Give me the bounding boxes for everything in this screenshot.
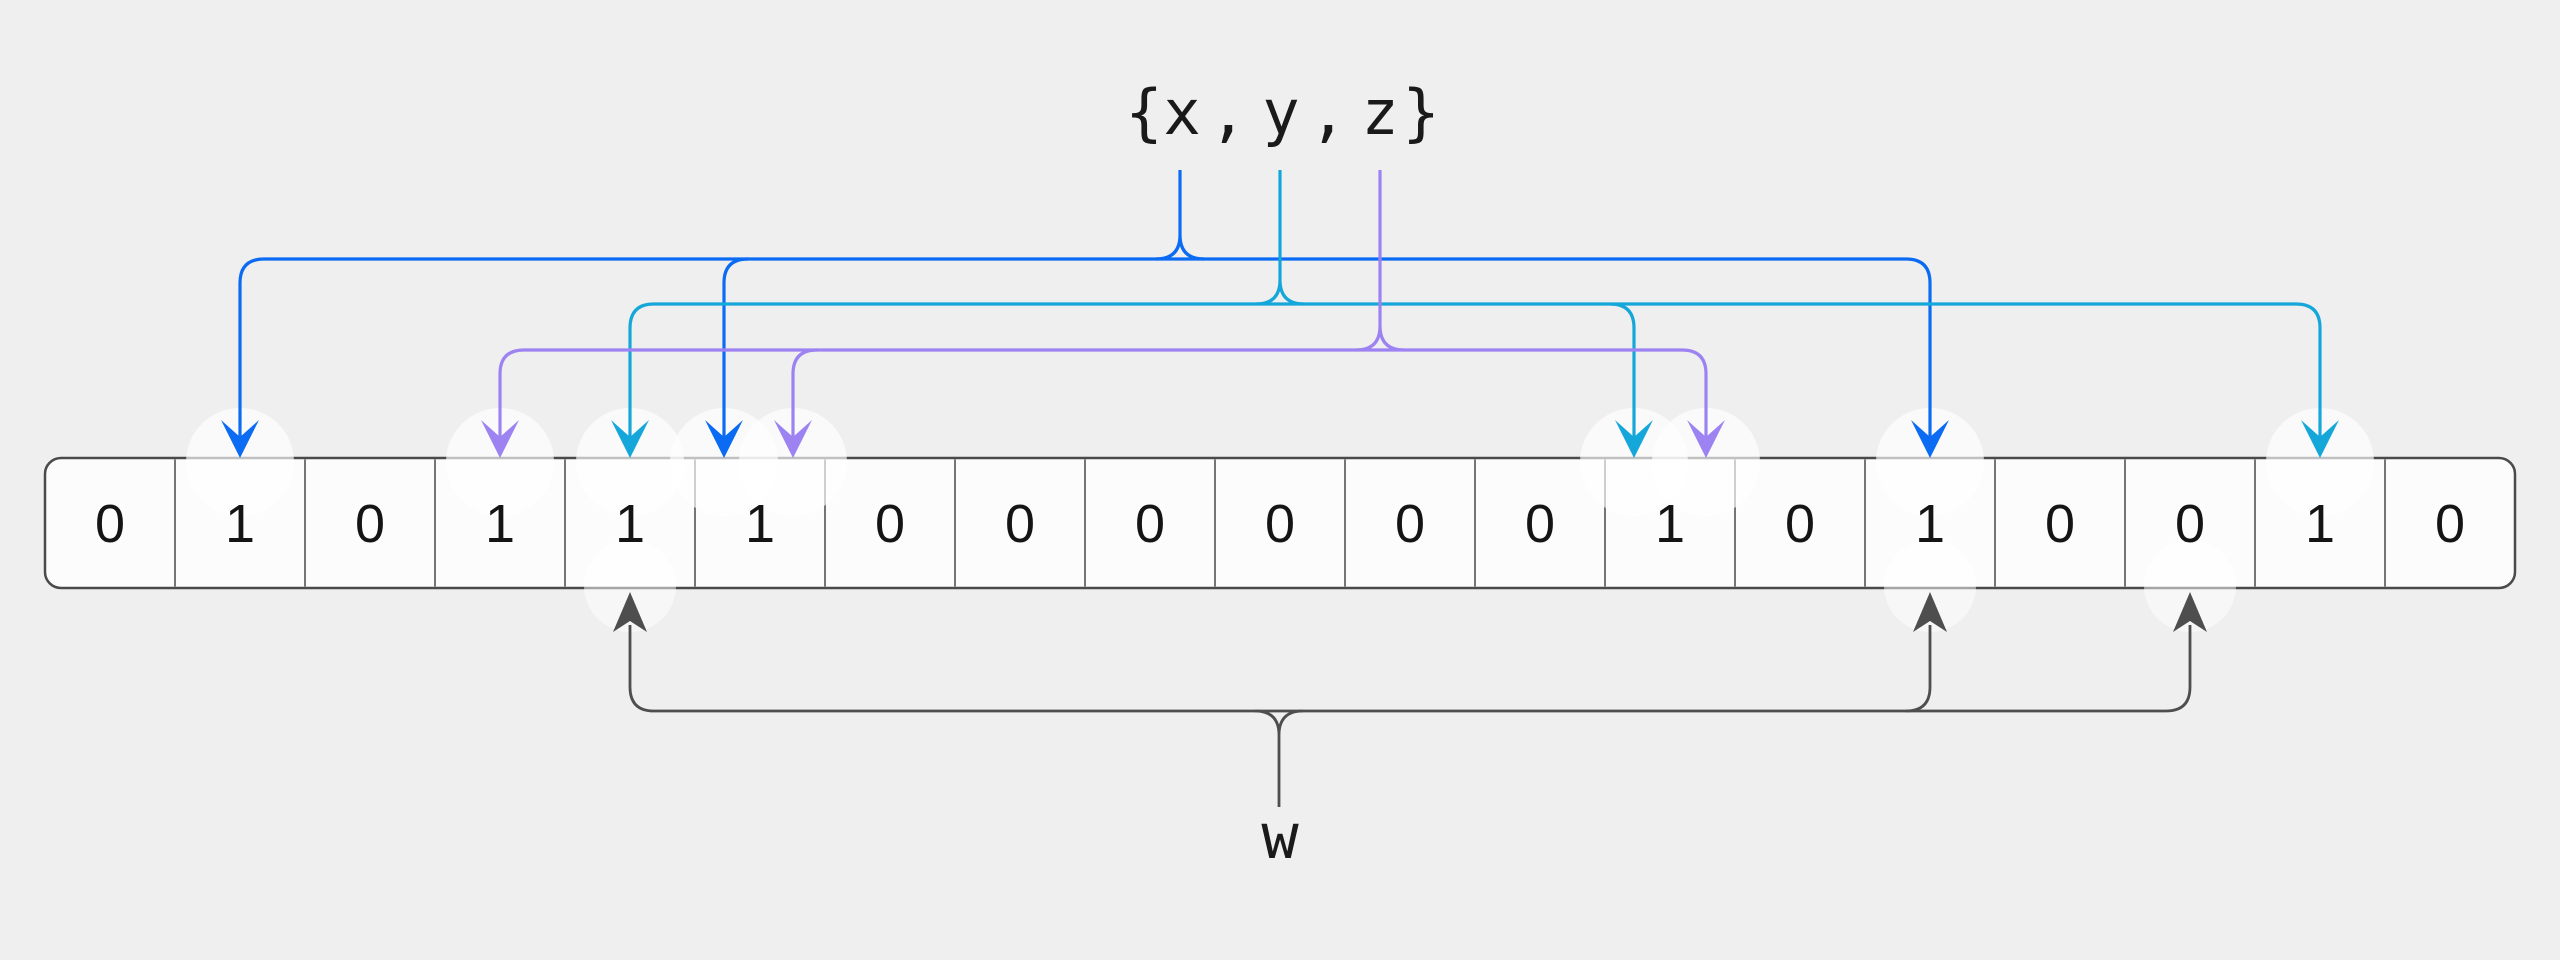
arrow-glow <box>1876 408 1984 516</box>
bit-value: 1 <box>615 494 645 554</box>
set-label-char: , <box>1209 76 1247 149</box>
bit-value: 0 <box>95 494 125 554</box>
set-label-char: z <box>1361 76 1399 149</box>
hash-stub-z <box>1355 170 1405 352</box>
hash-arrowhead-x <box>221 420 259 458</box>
hash-drop-y <box>1609 302 1636 440</box>
bit-value: 0 <box>875 494 905 554</box>
query-riser <box>1905 625 1932 713</box>
bit-value: 1 <box>1655 494 1685 554</box>
hash-fan-x <box>238 170 1932 440</box>
query-riser <box>628 625 655 713</box>
hash-drop-x <box>238 257 265 440</box>
hash-arrowhead-x <box>705 420 743 458</box>
bit-value: 1 <box>1915 494 1945 554</box>
hash-arrowhead-z <box>481 420 519 458</box>
hash-drop-y <box>628 302 655 440</box>
set-label-char: , <box>1309 76 1347 149</box>
bit-value: 0 <box>355 494 385 554</box>
bit-value: 0 <box>1395 494 1425 554</box>
bit-value: 0 <box>2045 494 2075 554</box>
set-label-char: x <box>1163 76 1201 149</box>
query-riser <box>2165 625 2192 713</box>
arrow-glow <box>1652 408 1760 516</box>
arrow-glow <box>2144 540 2236 632</box>
bit-value: 0 <box>1265 494 1295 554</box>
query-label: w <box>1261 800 1299 873</box>
hash-drop-x <box>1905 257 1932 440</box>
hash-stub-y <box>1255 170 1305 306</box>
bit-value: 0 <box>2175 494 2205 554</box>
query-arrowhead <box>1913 592 1947 632</box>
bit-value: 0 <box>2435 494 2465 554</box>
query-stem <box>1254 709 1304 807</box>
hash-arrowhead-y <box>2301 420 2339 458</box>
bit-value: 1 <box>225 494 255 554</box>
bit-value: 1 <box>2305 494 2335 554</box>
arrow-glow <box>739 408 847 516</box>
arrow-glow <box>186 408 294 516</box>
arrow-glow <box>1884 540 1976 632</box>
hash-drop-z <box>791 348 818 440</box>
hash-drop-z <box>498 348 525 440</box>
bit-value: 0 <box>1135 494 1165 554</box>
hash-drop-x <box>722 257 749 440</box>
query-arrowhead <box>2173 592 2207 632</box>
query-arrowhead <box>613 592 647 632</box>
arrow-glow <box>576 408 684 516</box>
bit-value: 0 <box>1005 494 1035 554</box>
bit-value: 1 <box>745 494 775 554</box>
set-label-char: { <box>1125 76 1163 149</box>
hash-fan-y <box>628 170 2322 440</box>
bit-value: 1 <box>485 494 515 554</box>
arrow-glow <box>2266 408 2374 516</box>
bit-value: 0 <box>1525 494 1555 554</box>
arrow-glow <box>584 540 676 632</box>
hash-drop-z <box>1681 348 1708 440</box>
hash-arrowhead-x <box>1911 420 1949 458</box>
hash-arrowhead-y <box>611 420 649 458</box>
hash-drop-y <box>2295 302 2322 440</box>
bit-value: 0 <box>1785 494 1815 554</box>
hash-fan-z <box>498 170 1708 440</box>
hash-arrowhead-z <box>1687 420 1725 458</box>
hash-arrowhead-z <box>774 420 812 458</box>
query-fan <box>628 625 2192 807</box>
hash-arrowhead-y <box>1615 420 1653 458</box>
set-label-char: } <box>1402 76 1440 149</box>
set-label-char: y <box>1262 76 1300 149</box>
arrow-glow <box>446 408 554 516</box>
hash-stub-x <box>1155 170 1205 261</box>
